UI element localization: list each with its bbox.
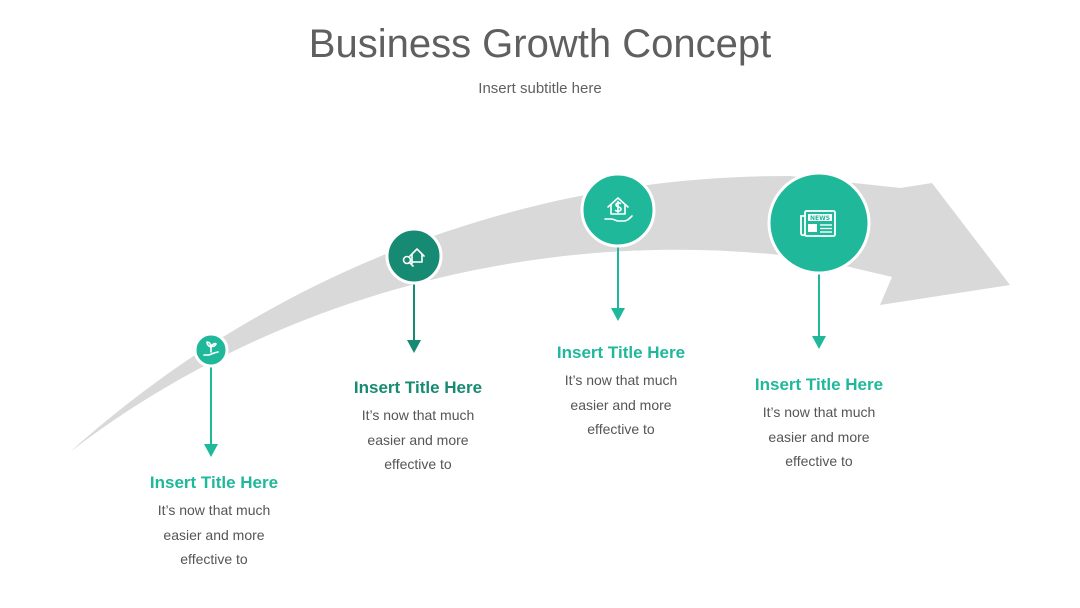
step-node-2 [385,227,443,285]
connector-4 [812,272,826,349]
svg-text:NEWS: NEWS [810,215,830,222]
page-title: Business Growth Concept [308,22,772,66]
plant-in-hand-icon [203,341,219,356]
step-node-1 [193,332,229,368]
step-1-body: It’s now that much easier and more effec… [157,502,271,567]
step-4-body: It’s now that much easier and more effec… [762,404,876,469]
step-3-title: Insert Title Here [556,343,686,362]
step-node-3 [580,172,656,248]
connector-1 [204,365,218,457]
page-subtitle: Insert subtitle here [478,80,602,97]
house-key-icon [402,248,425,267]
connector-3 [611,244,625,321]
step-4-title: Insert Title Here [754,375,884,394]
newspaper-icon: NEWS [800,210,836,237]
step-2-body: It’s now that much easier and more effec… [361,407,475,472]
house-dollar-hand-icon [604,197,633,222]
step-1-title: Insert Title Here [149,473,279,492]
step-node-4: NEWS [767,171,871,275]
step-3-body: It’s now that much easier and more effec… [564,372,678,437]
connector-2 [407,282,421,353]
step-2-title: Insert Title Here [353,378,483,397]
